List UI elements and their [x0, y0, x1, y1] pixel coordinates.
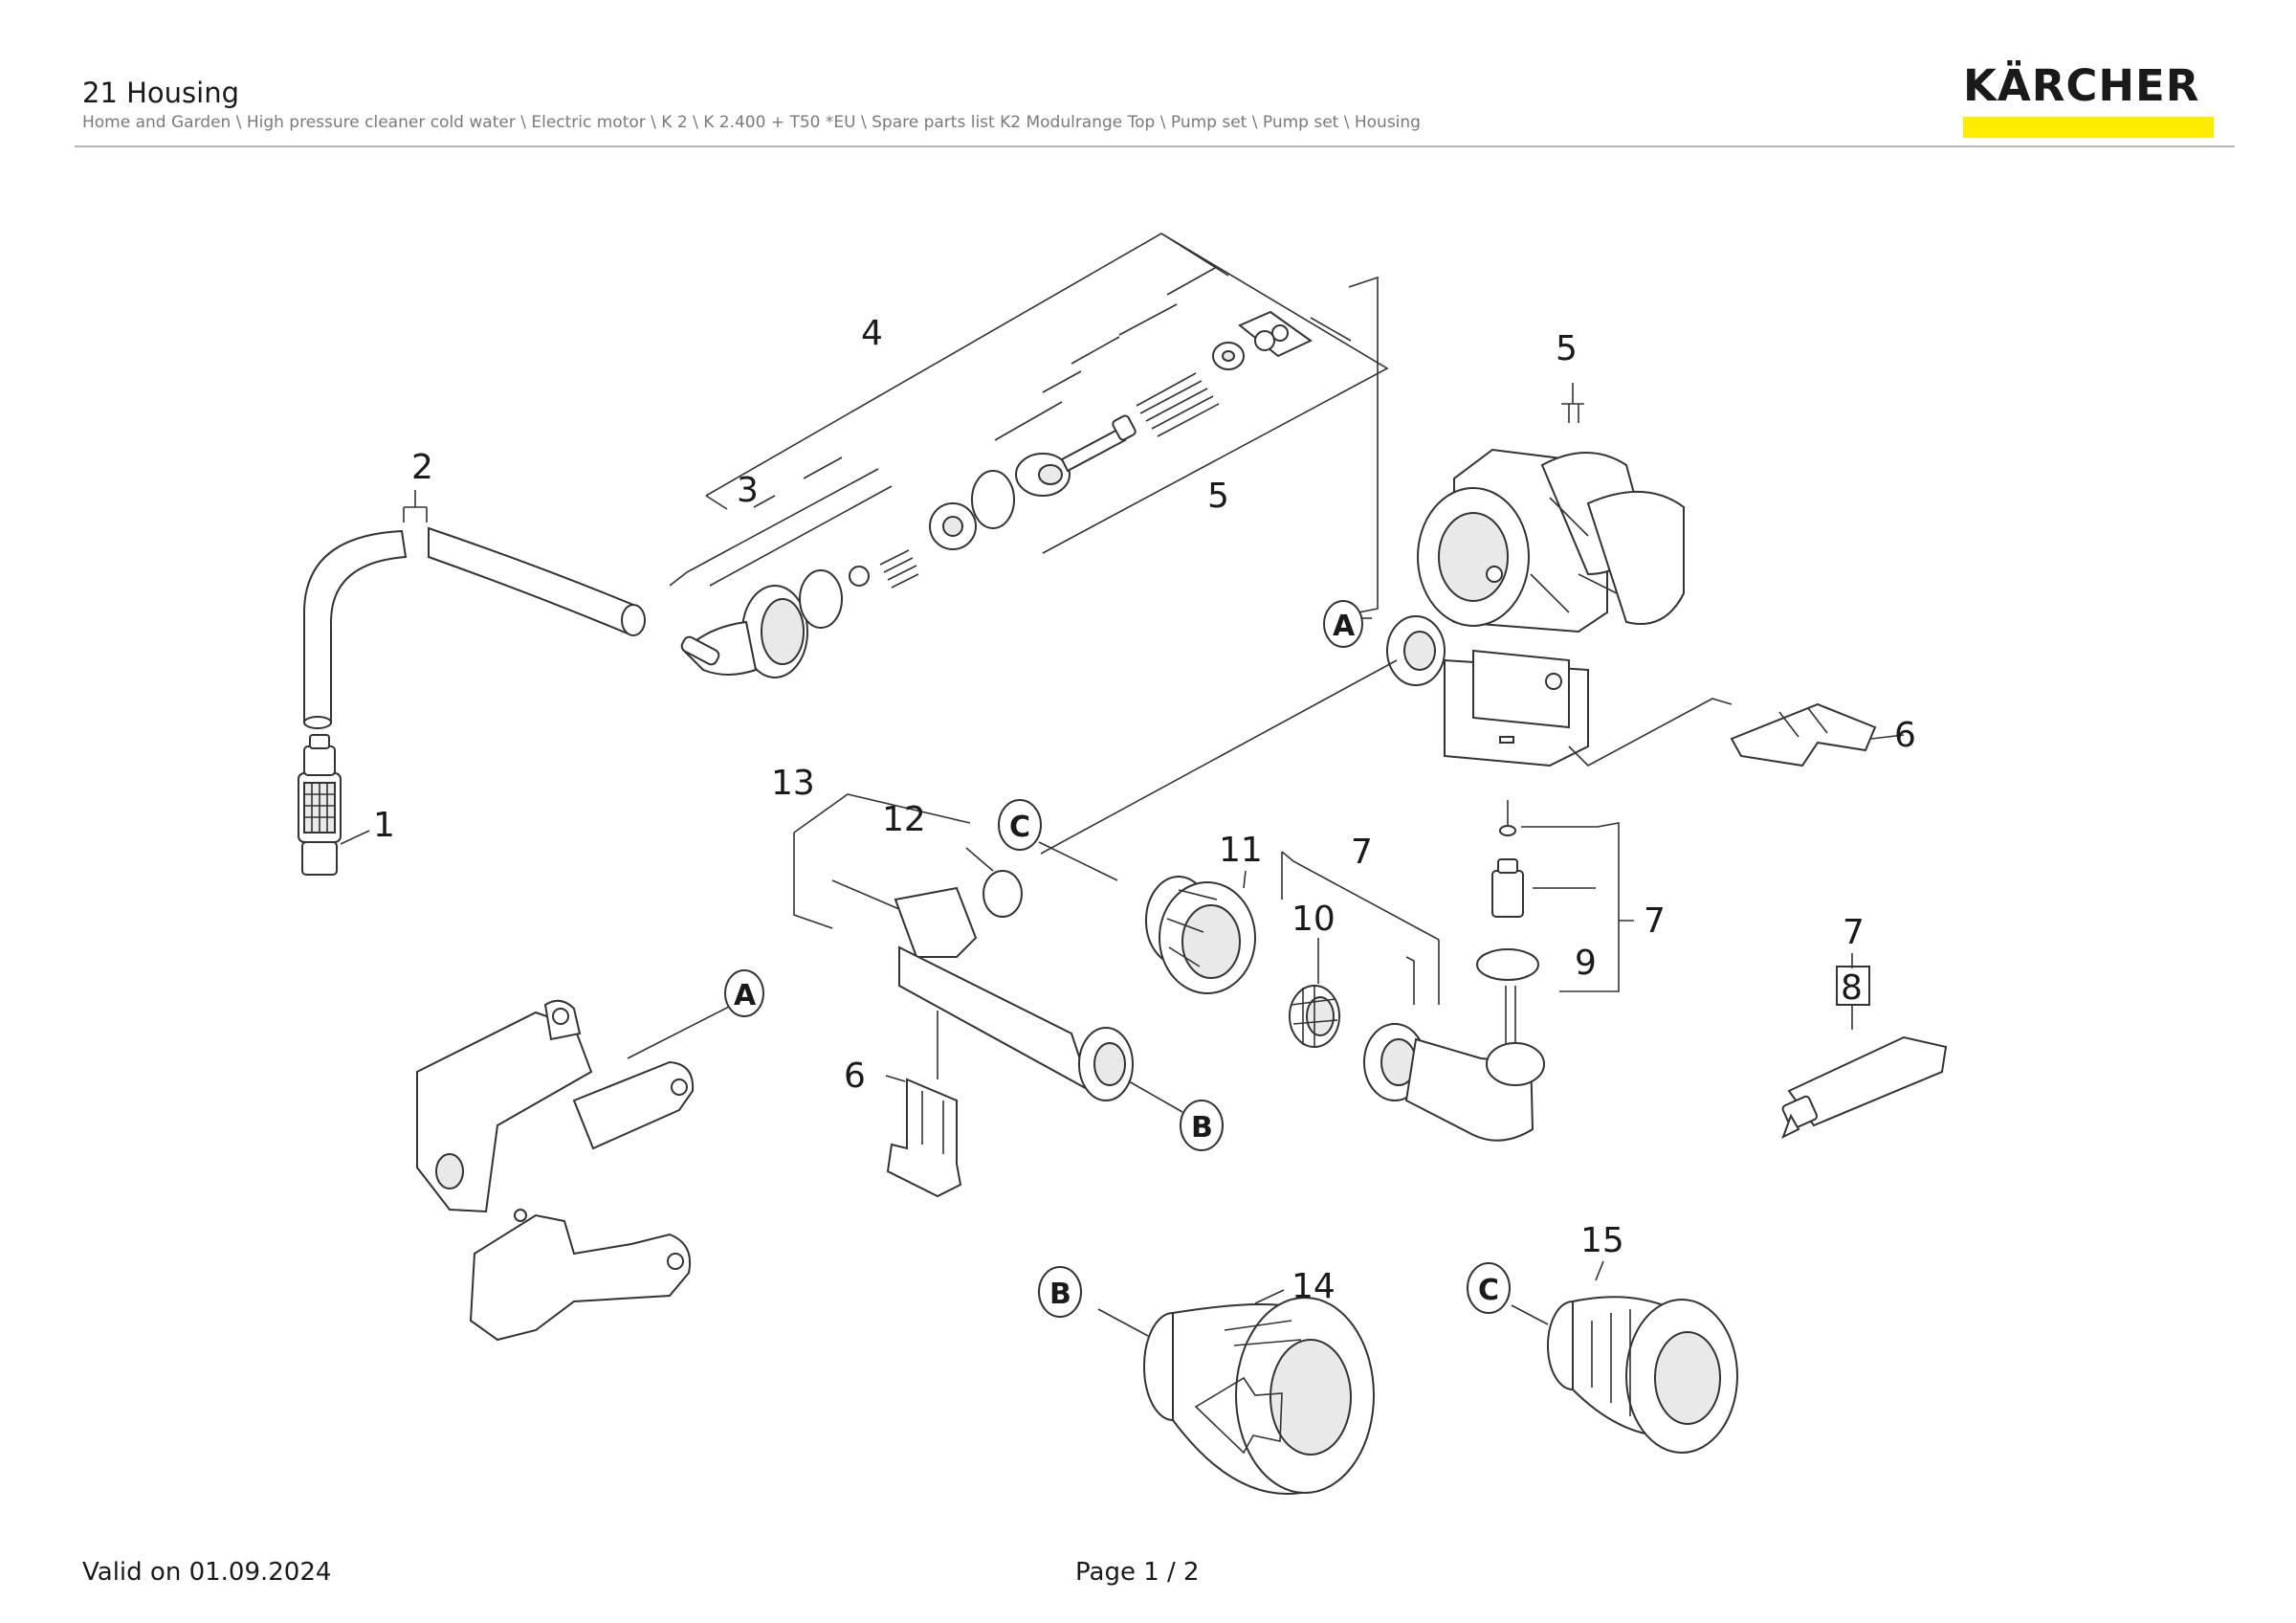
- brand-wordmark: KÄRCHER: [1963, 60, 2200, 111]
- callout-6-left[interactable]: 6: [844, 1056, 866, 1096]
- page-indicator: Page 1 / 2: [1075, 1558, 1200, 1587]
- callout-5-piston[interactable]: 5: [1207, 477, 1229, 516]
- part-outlet-tube: [793, 793, 1134, 1101]
- callout-5-housing[interactable]: 5: [1556, 329, 1578, 368]
- callout-14[interactable]: 14: [1292, 1267, 1336, 1306]
- callout-1[interactable]: 1: [373, 806, 395, 845]
- callout-4[interactable]: 4: [861, 314, 883, 353]
- callout-2[interactable]: 2: [411, 448, 433, 487]
- part-inlet-elbow: [1281, 851, 1545, 1142]
- svg-text:A: A: [734, 979, 757, 1012]
- svg-text:A: A: [1333, 610, 1356, 643]
- callout-10[interactable]: 10: [1292, 900, 1336, 939]
- svg-text:C: C: [1009, 811, 1030, 844]
- callout-7-grease[interactable]: 7: [1843, 913, 1865, 952]
- part-hose: [303, 490, 646, 729]
- callout-7-inlet[interactable]: 7: [1351, 833, 1373, 872]
- callout-7-valve[interactable]: 7: [1644, 901, 1666, 941]
- part-grease-tube: [1781, 953, 1948, 1140]
- connector-badge-c-coupling[interactable]: C: [1467, 1262, 1511, 1314]
- callout-numbers: 1 2 3 4 5 5 6 6 7 7 7 8 9 10 11 12 13 14…: [373, 314, 1916, 1306]
- connector-badge-a-housing[interactable]: A: [1323, 600, 1363, 648]
- connector-badge-c-tube[interactable]: C: [998, 799, 1042, 851]
- part-clip-left: [885, 1075, 962, 1198]
- callout-11[interactable]: 11: [1219, 831, 1263, 870]
- svg-text:B: B: [1049, 1278, 1071, 1311]
- callout-3[interactable]: 3: [737, 471, 759, 510]
- callout-13[interactable]: 13: [771, 764, 815, 803]
- part-strainer: [1289, 938, 1340, 1048]
- valid-date: Valid on 01.09.2024: [82, 1558, 332, 1587]
- page-title: 21 Housing: [82, 77, 240, 109]
- part-coupling-14: [1097, 1289, 1375, 1495]
- brand-logo: KÄRCHER: [1963, 61, 2214, 138]
- callout-8[interactable]: 8: [1841, 968, 1863, 1008]
- part-valve-group: [669, 456, 977, 678]
- part-hose-coupling: [1145, 870, 1256, 994]
- callout-12[interactable]: 12: [882, 800, 926, 839]
- part-valve-insert: [1476, 800, 1634, 1043]
- part-suction-filter: [298, 734, 370, 876]
- part-clip-right: [1568, 698, 1905, 767]
- callout-15[interactable]: 15: [1580, 1221, 1624, 1260]
- callout-9[interactable]: 9: [1575, 944, 1597, 983]
- breadcrumb[interactable]: Home and Garden \ High pressure cleaner …: [82, 113, 1421, 132]
- connector-badge-b-tube[interactable]: B: [1180, 1100, 1224, 1151]
- part-coupling-15: [1511, 1260, 1738, 1454]
- part-pump-housing: [1386, 383, 1685, 767]
- connector-badges: A A B B C C: [724, 600, 1511, 1318]
- svg-text:C: C: [1478, 1274, 1499, 1307]
- part-piston-spring-set: [705, 233, 1389, 554]
- header-divider: [75, 145, 2235, 147]
- callout-6-right[interactable]: 6: [1894, 716, 1916, 755]
- connector-badge-b-coupling[interactable]: B: [1038, 1266, 1082, 1318]
- connector-lines: [1038, 276, 1398, 1113]
- brand-yellow-bar: [1963, 117, 2214, 138]
- svg-text:B: B: [1191, 1111, 1213, 1145]
- connector-badge-a-bracket[interactable]: A: [724, 969, 764, 1017]
- part-bracket: [416, 999, 734, 1342]
